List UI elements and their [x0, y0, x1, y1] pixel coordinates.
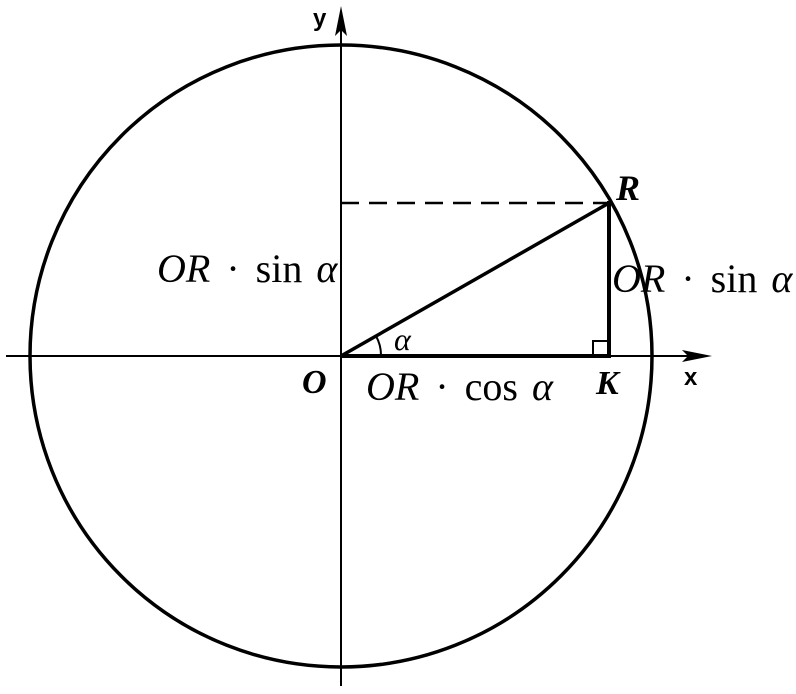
right-dot: ·: [681, 256, 694, 301]
x-axis-arrow: [682, 350, 712, 362]
angle-arc: [375, 335, 383, 357]
left-sin: sin: [256, 246, 303, 291]
y-axis-label: y: [313, 5, 327, 32]
radius-or: [340, 201, 610, 358]
bottom-alpha: α: [532, 364, 554, 409]
point-label-o: O: [302, 364, 327, 401]
bottom-dot: ·: [435, 364, 448, 409]
y-axis-arrow: [335, 6, 347, 36]
left-or: OR: [157, 246, 210, 291]
point-label-r: R: [615, 168, 640, 208]
right-or: OR: [612, 256, 665, 301]
label-left-or-sin-alpha: OR · sin α: [157, 246, 338, 291]
label-right-or-sin-alpha: OR · sin α: [612, 256, 793, 301]
point-label-k: K: [595, 365, 621, 402]
right-sin: sin: [711, 256, 758, 301]
bottom-cos: cos: [465, 364, 518, 409]
bottom-or: OR: [366, 364, 419, 409]
right-alpha: α: [771, 256, 793, 301]
x-axis-label: x: [684, 364, 698, 391]
left-dot: ·: [226, 246, 239, 291]
angle-label: α: [394, 321, 412, 357]
left-alpha: α: [316, 246, 338, 291]
right-angle-marker: [592, 340, 609, 356]
label-bottom-or-cos-alpha: OR · cos α: [366, 364, 554, 409]
